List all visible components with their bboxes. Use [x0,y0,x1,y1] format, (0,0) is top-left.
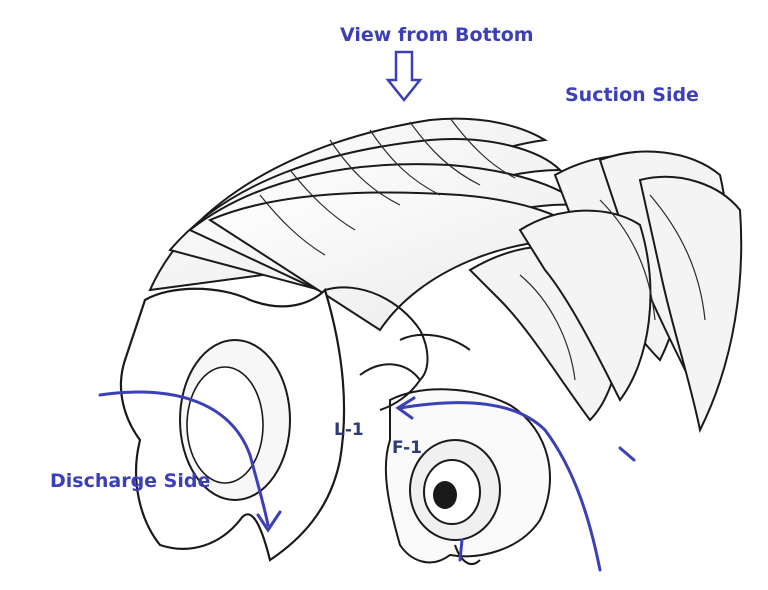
female-rotor [468,150,743,434]
l1-label: L-1 [334,420,364,440]
suction-side-label: Suction Side [565,84,699,106]
view-from-bottom-label: View from Bottom [340,24,534,46]
annotation-arrows [98,50,636,572]
male-rotor [148,117,593,332]
discharge-side-label: Discharge Side [50,470,211,492]
f1-label: F-1 [392,438,422,458]
lobe-mesh [324,286,471,411]
female-rotor-shaft [384,388,551,565]
